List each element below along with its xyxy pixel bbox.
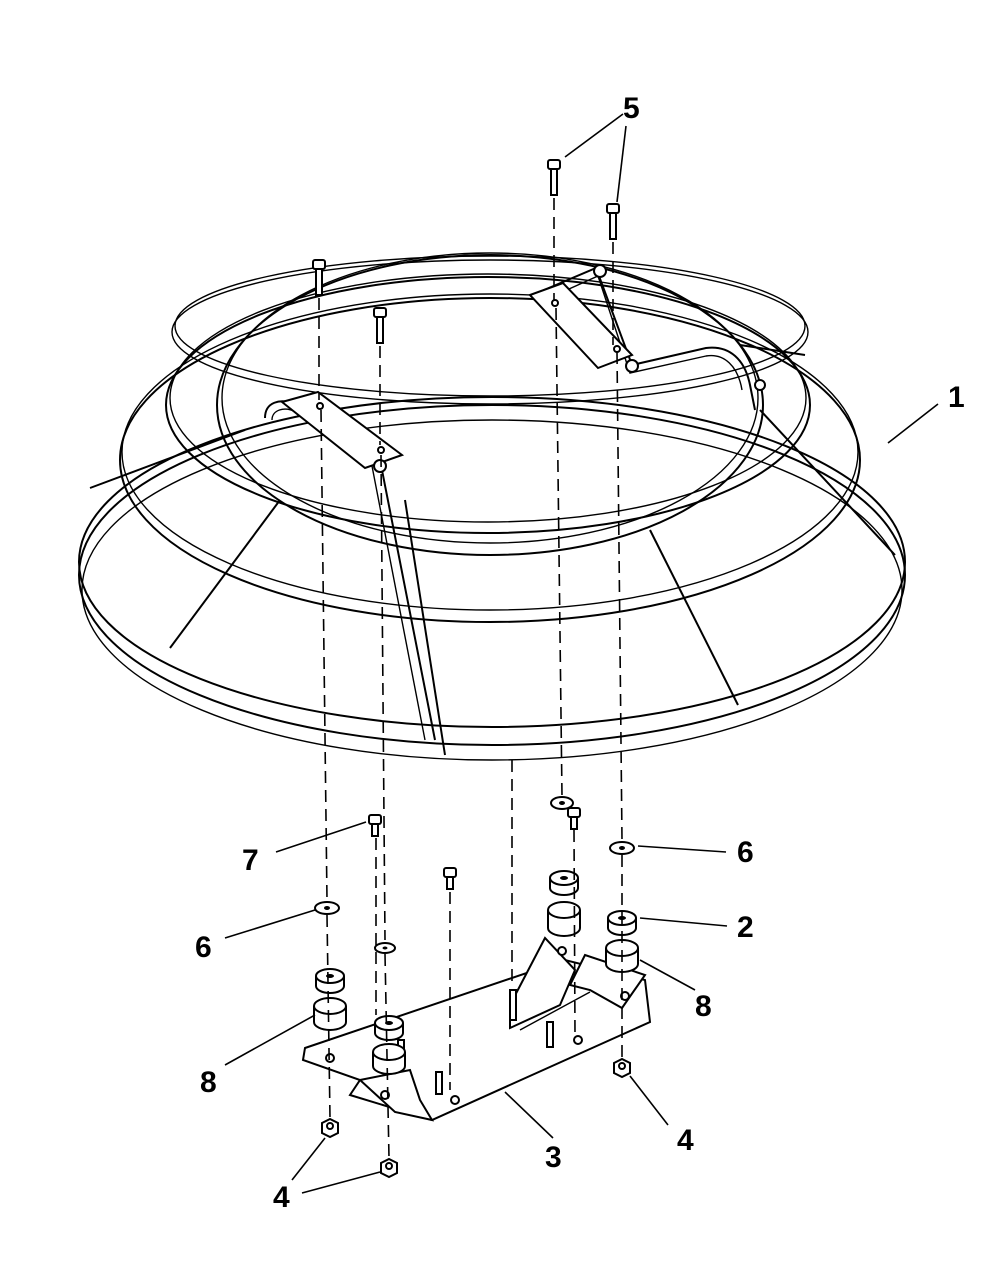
callout-2: 2 [737,911,754,944]
base-plate [301,936,652,1122]
callout-8-left: 8 [200,1066,217,1099]
callout-5: 5 [623,92,640,125]
leader-lines [224,113,939,1194]
screws [312,159,620,890]
screw-lower-2 [443,867,457,890]
callout-8-right: 8 [695,990,712,1023]
guard-cage [78,252,906,761]
callout-4-right: 4 [677,1124,694,1157]
screw-top-right-2 [606,203,620,240]
callout-6-left: 6 [195,931,212,964]
nuts [321,1057,631,1179]
alignment-lines [318,198,623,1159]
callout-6-right: 6 [737,836,754,869]
callout-4-left: 4 [273,1181,290,1214]
screw-lower-3 [567,807,581,830]
callout-7: 7 [242,844,259,877]
screw-top-right-1 [547,159,561,196]
callout-3: 3 [545,1141,562,1174]
screw-top-left-2 [373,307,387,344]
screw-lower-1 [368,814,382,837]
callout-labels: 1 5 6 2 8 4 3 4 8 6 7 [195,92,965,1214]
screw-top-left-1 [312,259,326,296]
callout-1: 1 [948,381,965,414]
